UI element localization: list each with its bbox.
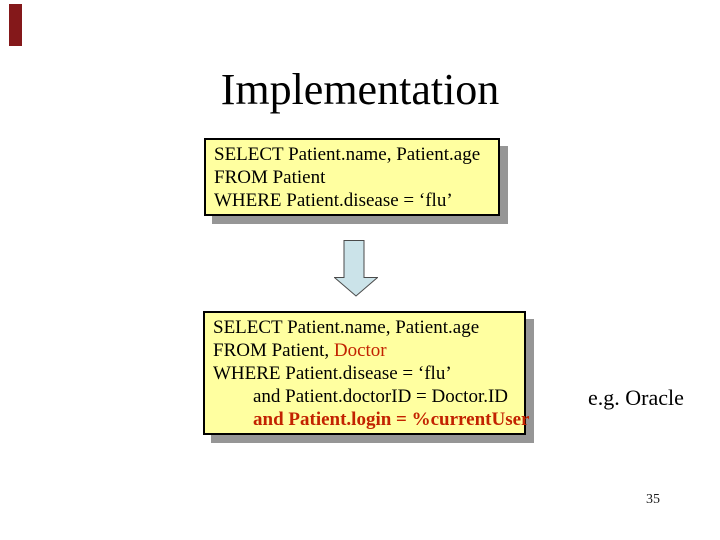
- page-title: Implementation: [220, 65, 500, 114]
- down-arrow-icon: [334, 240, 378, 297]
- sql-line: and Patient.login = %currentUser: [253, 409, 530, 430]
- sql-line: FROM Patient, Doctor: [213, 339, 516, 362]
- side-note: e.g. Oracle: [588, 385, 684, 410]
- corner-mark: [9, 4, 22, 46]
- sql-line: FROM Patient: [214, 167, 326, 188]
- sql-line: WHERE Patient.disease = ‘flu’: [214, 190, 453, 211]
- sql-line-segment: FROM Patient,: [213, 340, 334, 361]
- sql-line: and Patient.doctorID = Doctor.ID: [253, 386, 509, 407]
- page-number: 35: [646, 492, 660, 507]
- sql-line: WHERE Patient.disease = ‘flu’: [213, 363, 452, 384]
- sql-line-segment-red: Doctor: [333, 340, 387, 361]
- sql-box-original: SELECT Patient.name, Patient.age FROM Pa…: [204, 138, 500, 216]
- sql-line: SELECT Patient.name, Patient.age: [214, 144, 481, 165]
- sql-line: SELECT Patient.name, Patient.age: [213, 317, 480, 338]
- sql-box-rewritten: SELECT Patient.name, Patient.age FROM Pa…: [203, 311, 530, 435]
